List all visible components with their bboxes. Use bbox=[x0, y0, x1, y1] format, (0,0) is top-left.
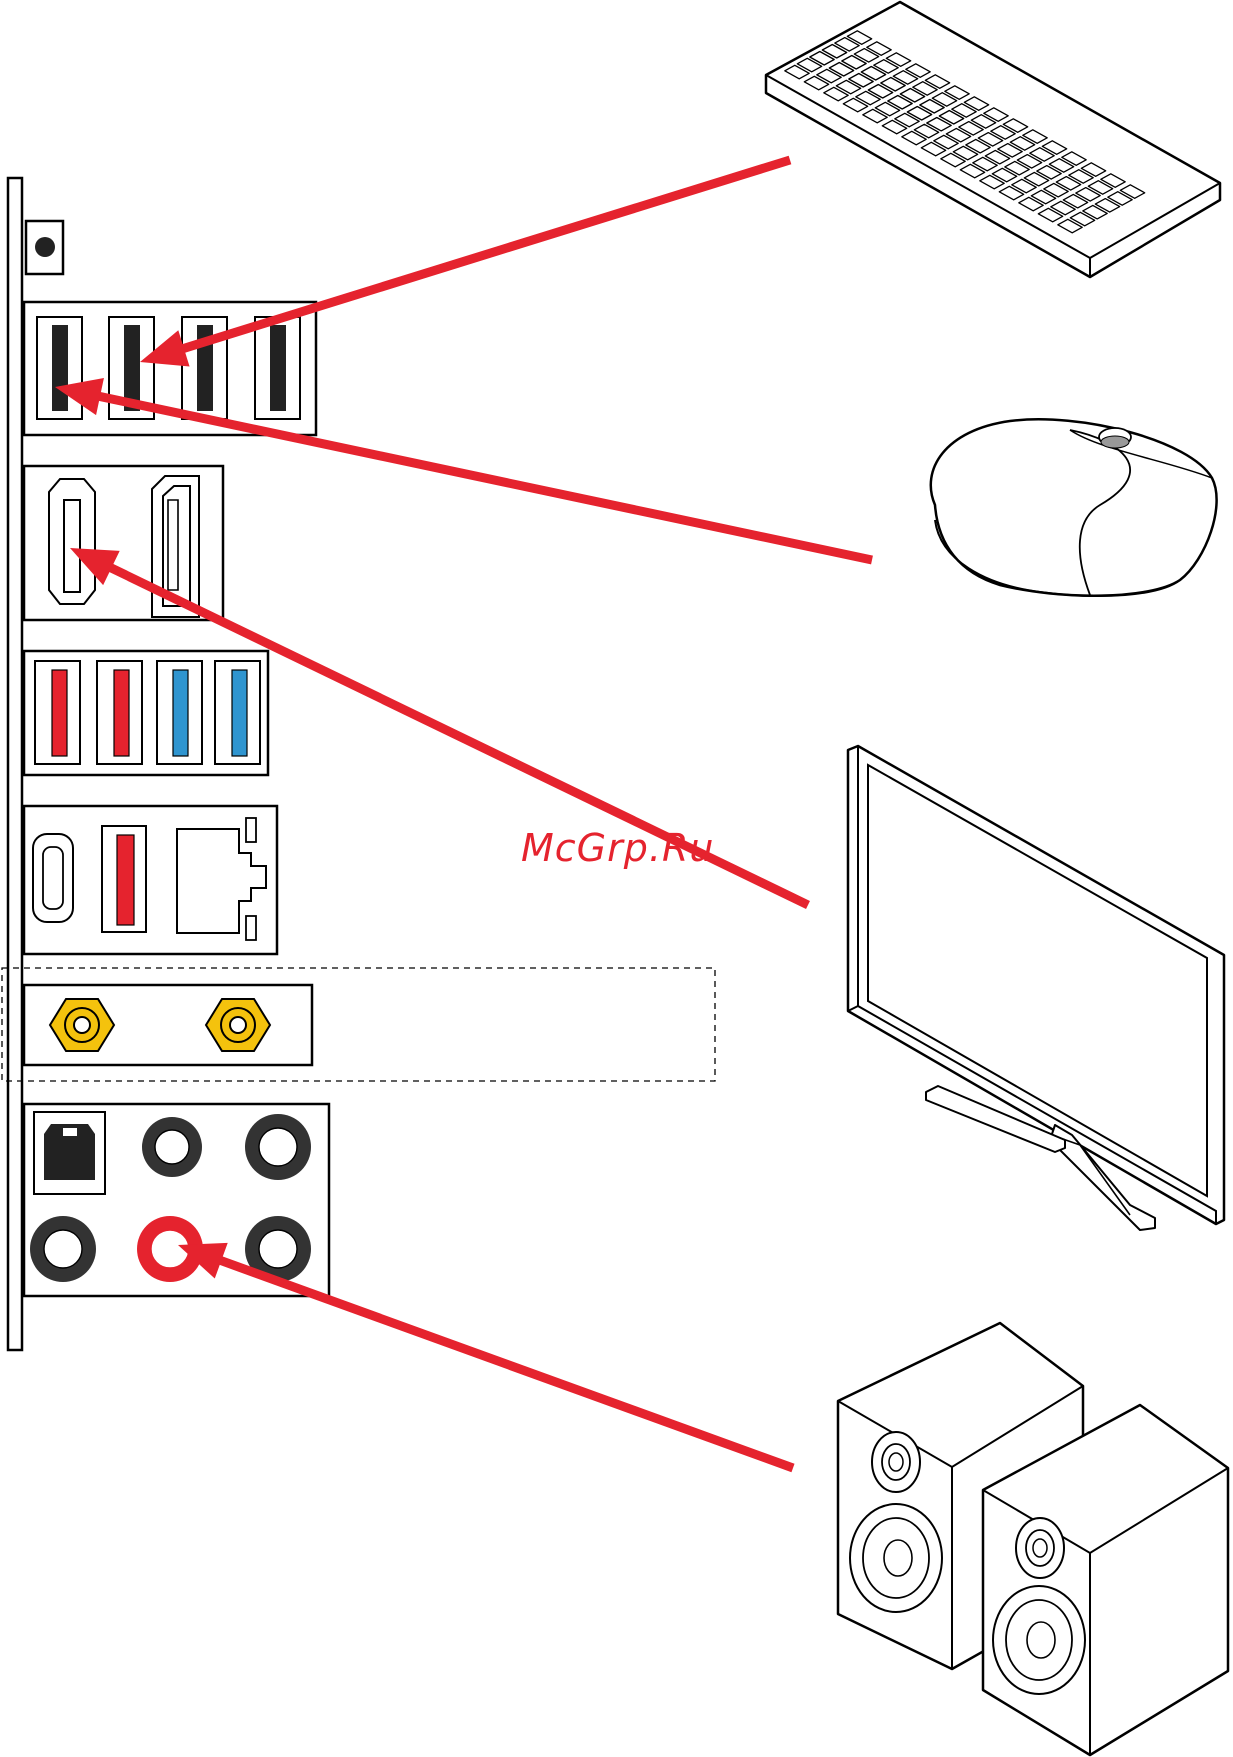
wifi-antenna-area bbox=[2, 968, 715, 1081]
watermark-text: McGrp.Ru bbox=[521, 826, 714, 870]
usb-a-red-port-icon bbox=[102, 826, 146, 932]
usb-colored-port-group bbox=[24, 651, 268, 775]
hdmi-port-icon bbox=[49, 479, 95, 604]
usb-red-port-2 bbox=[97, 661, 142, 764]
arrow-speakers-icon-to-audio-line-out-red bbox=[217, 1259, 793, 1468]
usb-c-port-icon bbox=[33, 834, 73, 922]
mouse-icon bbox=[931, 419, 1217, 596]
usbc-lan-port-group bbox=[24, 806, 277, 954]
io-shield-bracket bbox=[8, 178, 22, 1350]
audio-jack-group bbox=[24, 1104, 329, 1296]
usb2-port-1 bbox=[37, 317, 82, 419]
usb3-blue-port-2 bbox=[215, 661, 260, 764]
arrow-keyboard-icon-to-usb2-port-2 bbox=[180, 160, 790, 350]
audio-jack-black-3 bbox=[30, 1216, 96, 1282]
video-port-group bbox=[24, 466, 223, 620]
audio-jack-black-2 bbox=[245, 1114, 311, 1180]
lan-port-icon bbox=[177, 818, 266, 940]
optical-spdif-icon bbox=[34, 1112, 105, 1194]
speakers-icon bbox=[838, 1323, 1228, 1755]
usb2-port-3 bbox=[182, 317, 227, 419]
usb2-port-4 bbox=[255, 317, 300, 419]
usb3-blue-port-1 bbox=[157, 661, 202, 764]
monitor-icon bbox=[848, 746, 1224, 1230]
keyboard-icon bbox=[766, 2, 1220, 277]
audio-jack-black-1 bbox=[142, 1117, 202, 1177]
clear-cmos-button-icon bbox=[26, 221, 63, 274]
usb-red-port-1 bbox=[35, 661, 80, 764]
